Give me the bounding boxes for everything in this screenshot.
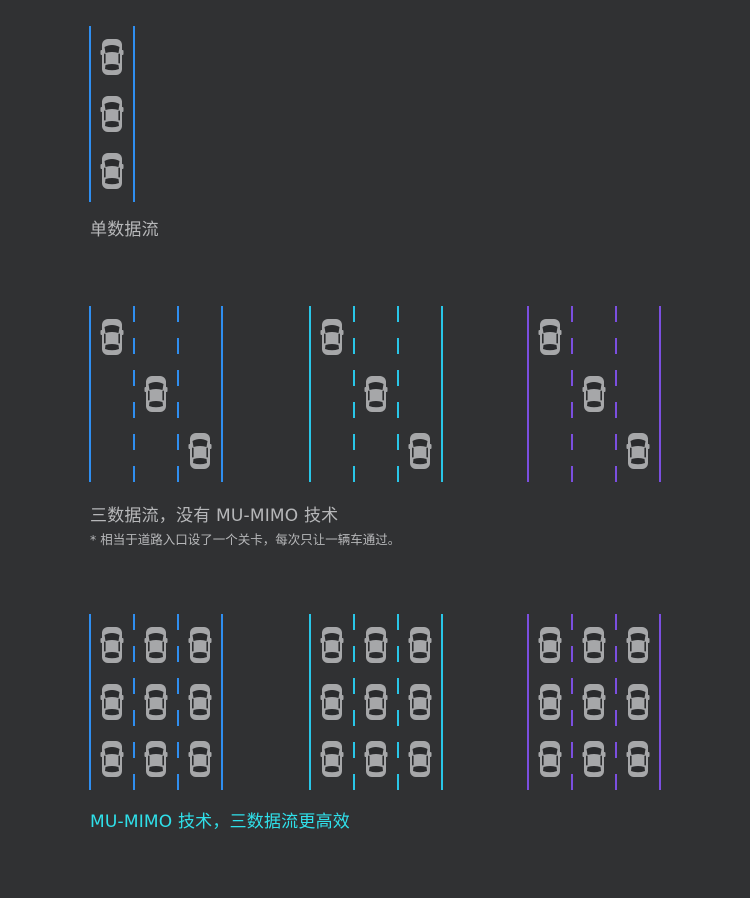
road-mimo-cyan — [309, 614, 443, 790]
car-icon — [144, 741, 168, 777]
car-icon — [100, 96, 124, 132]
road-three-stream-cyan — [309, 306, 443, 482]
car-icon — [364, 376, 388, 412]
car-icon — [320, 627, 344, 663]
car-icon — [188, 433, 212, 469]
car-icon — [144, 684, 168, 720]
car-icon — [626, 627, 650, 663]
car-icon — [408, 433, 432, 469]
car-icon — [320, 319, 344, 355]
car-icon — [582, 741, 606, 777]
car-icon — [364, 627, 388, 663]
road-mimo-purple — [527, 614, 661, 790]
car-icon — [144, 376, 168, 412]
car-icon — [364, 684, 388, 720]
caption-mimo: MU-MIMO 技术，三数据流更高效 — [90, 812, 350, 832]
car-icon — [538, 741, 562, 777]
car-icon — [100, 627, 124, 663]
car-icon — [582, 627, 606, 663]
car-icon — [408, 627, 432, 663]
car-icon — [626, 433, 650, 469]
car-icon — [538, 627, 562, 663]
caption-note: * 相当于道路入口设了一个关卡，每次只让一辆车通过。 — [90, 532, 401, 547]
car-icon — [188, 741, 212, 777]
car-icon — [408, 684, 432, 720]
car-icon — [582, 376, 606, 412]
car-icon — [188, 684, 212, 720]
road-single-stream — [89, 26, 135, 202]
road-three-stream-purple — [527, 306, 661, 482]
car-icon — [100, 319, 124, 355]
car-icon — [364, 741, 388, 777]
car-icon — [320, 684, 344, 720]
caption-three-stream-no-mimo: 三数据流，没有 MU-MIMO 技术 — [90, 506, 339, 526]
car-icon — [100, 153, 124, 189]
caption-single-stream: 单数据流 — [90, 220, 159, 240]
car-icon — [144, 627, 168, 663]
car-icon — [188, 627, 212, 663]
car-icon — [408, 741, 432, 777]
car-icon — [320, 741, 344, 777]
car-icon — [626, 741, 650, 777]
car-icon — [100, 741, 124, 777]
road-three-stream-blue — [89, 306, 223, 482]
car-icon — [626, 684, 650, 720]
car-icon — [582, 684, 606, 720]
car-icon — [538, 684, 562, 720]
car-icon — [100, 39, 124, 75]
car-icon — [100, 684, 124, 720]
road-mimo-blue — [89, 614, 223, 790]
car-icon — [538, 319, 562, 355]
